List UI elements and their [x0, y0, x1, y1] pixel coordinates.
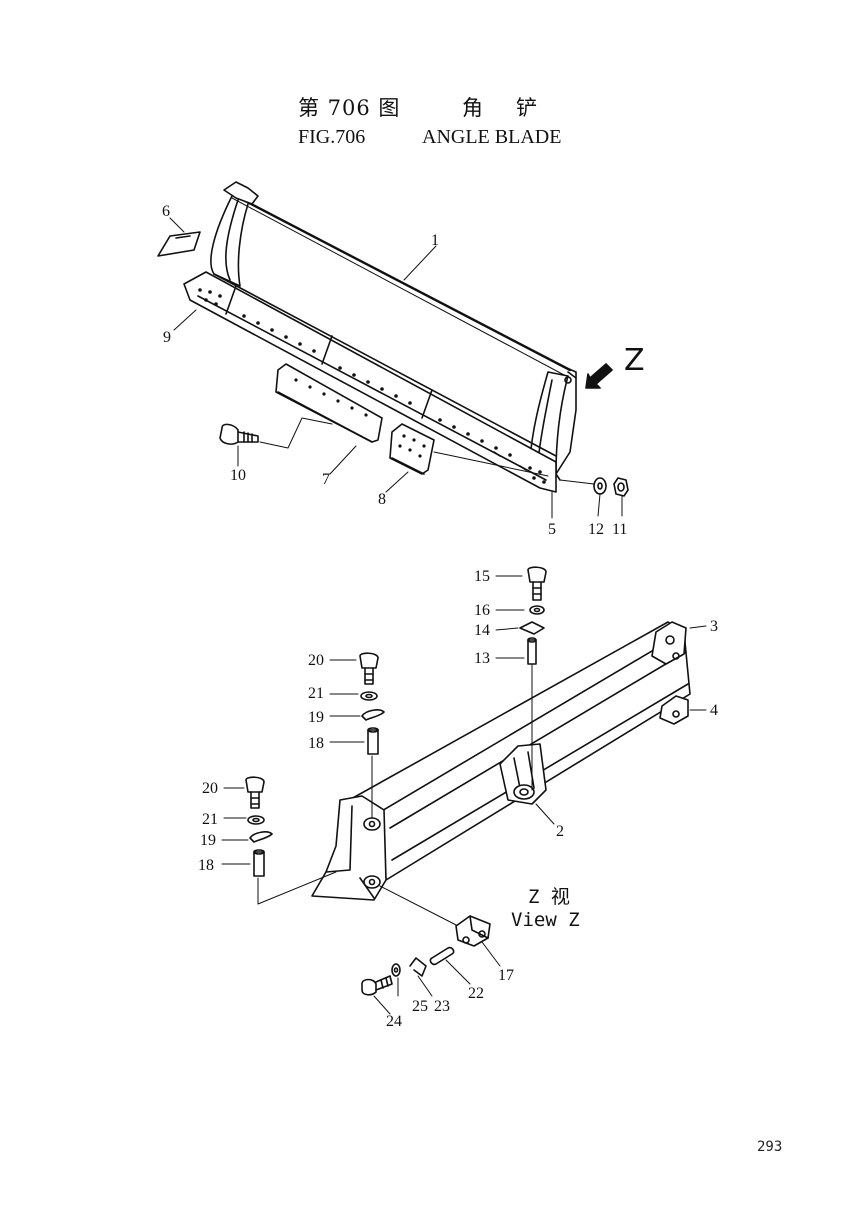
lower-callouts: 15 16 14 13 3 4 2 20 21 19 18 20 21 19 1… — [198, 568, 718, 1030]
callout-7: 7 — [322, 471, 330, 488]
callout-3: 3 — [710, 618, 718, 635]
title-english: FIG.706 ANGLE BLADE — [0, 126, 860, 154]
end-bit-part-8 — [389, 423, 435, 475]
callout-10: 10 — [230, 467, 246, 484]
callout-17: 17 — [498, 967, 514, 984]
callout-12: 12 — [588, 521, 604, 538]
title-en-name: ANGLE BLADE — [422, 126, 562, 148]
upper-callouts: 1 6 9 10 7 8 5 12 11 — [162, 203, 627, 538]
callout-22: 22 — [468, 985, 484, 1002]
callout-6: 6 — [162, 203, 170, 220]
blade-assembly — [183, 181, 577, 493]
callout-2: 2 — [556, 823, 564, 840]
callout-19-a: 19 — [308, 709, 324, 726]
end-bit-part-6 — [157, 231, 201, 257]
pin-stack-15-13 — [519, 566, 547, 665]
cutting-edge-part-7 — [275, 363, 383, 443]
callout-16: 16 — [474, 602, 490, 619]
title-en-fig: FIG.706 — [298, 126, 366, 148]
washer-part-25 — [391, 963, 401, 977]
washer-part-12 — [593, 477, 607, 495]
title-cn-name-a: 角 — [462, 96, 484, 120]
callout-23: 23 — [434, 998, 450, 1015]
pin-part-22 — [429, 946, 455, 966]
view-z-arrow — [585, 363, 613, 389]
title-cn-fig: 第 706 图 — [298, 96, 401, 120]
frame-view-z — [311, 621, 691, 901]
plow-bolt-part-10 — [219, 417, 333, 449]
callout-5: 5 — [548, 521, 556, 538]
callout-20-b: 20 — [202, 780, 218, 797]
callout-4: 4 — [710, 702, 718, 719]
callout-11: 11 — [612, 521, 627, 538]
figure-title: 第 706 图 角 铲 FIG.706 ANGLE BLADE — [0, 92, 860, 154]
callout-19-b: 19 — [200, 832, 216, 849]
view-z-label-en: View Z — [511, 909, 580, 931]
title-cn-name-b: 铲 — [516, 96, 538, 120]
bolt-part-24 — [361, 975, 393, 996]
callout-9: 9 — [163, 329, 171, 346]
view-z-label-cn: Z 视 — [528, 886, 570, 908]
page-number: 293 — [757, 1139, 783, 1155]
callout-24: 24 — [386, 1013, 402, 1030]
callout-14: 14 — [474, 622, 490, 639]
callout-13: 13 — [474, 650, 490, 667]
nut-part-11 — [613, 477, 629, 497]
callout-21-b: 21 — [202, 811, 218, 828]
pin-stack-20-18-lower — [245, 776, 273, 877]
callout-1: 1 — [431, 232, 439, 249]
pin-stack-20-18-upper — [359, 652, 385, 755]
view-z-arrow-label: Z — [624, 343, 645, 378]
callout-18-b: 18 — [198, 857, 214, 874]
clip-part-23 — [409, 957, 427, 977]
callout-15: 15 — [474, 568, 490, 585]
cutting-edge-bolt-holes — [198, 288, 546, 484]
callout-25: 25 — [412, 998, 428, 1015]
clevis-part-17 — [455, 915, 491, 947]
callout-21-a: 21 — [308, 685, 324, 702]
callout-20-a: 20 — [308, 652, 324, 669]
callout-18-a: 18 — [308, 735, 324, 752]
title-chinese: 第 706 图 角 铲 — [0, 92, 860, 122]
callout-8: 8 — [378, 491, 386, 508]
